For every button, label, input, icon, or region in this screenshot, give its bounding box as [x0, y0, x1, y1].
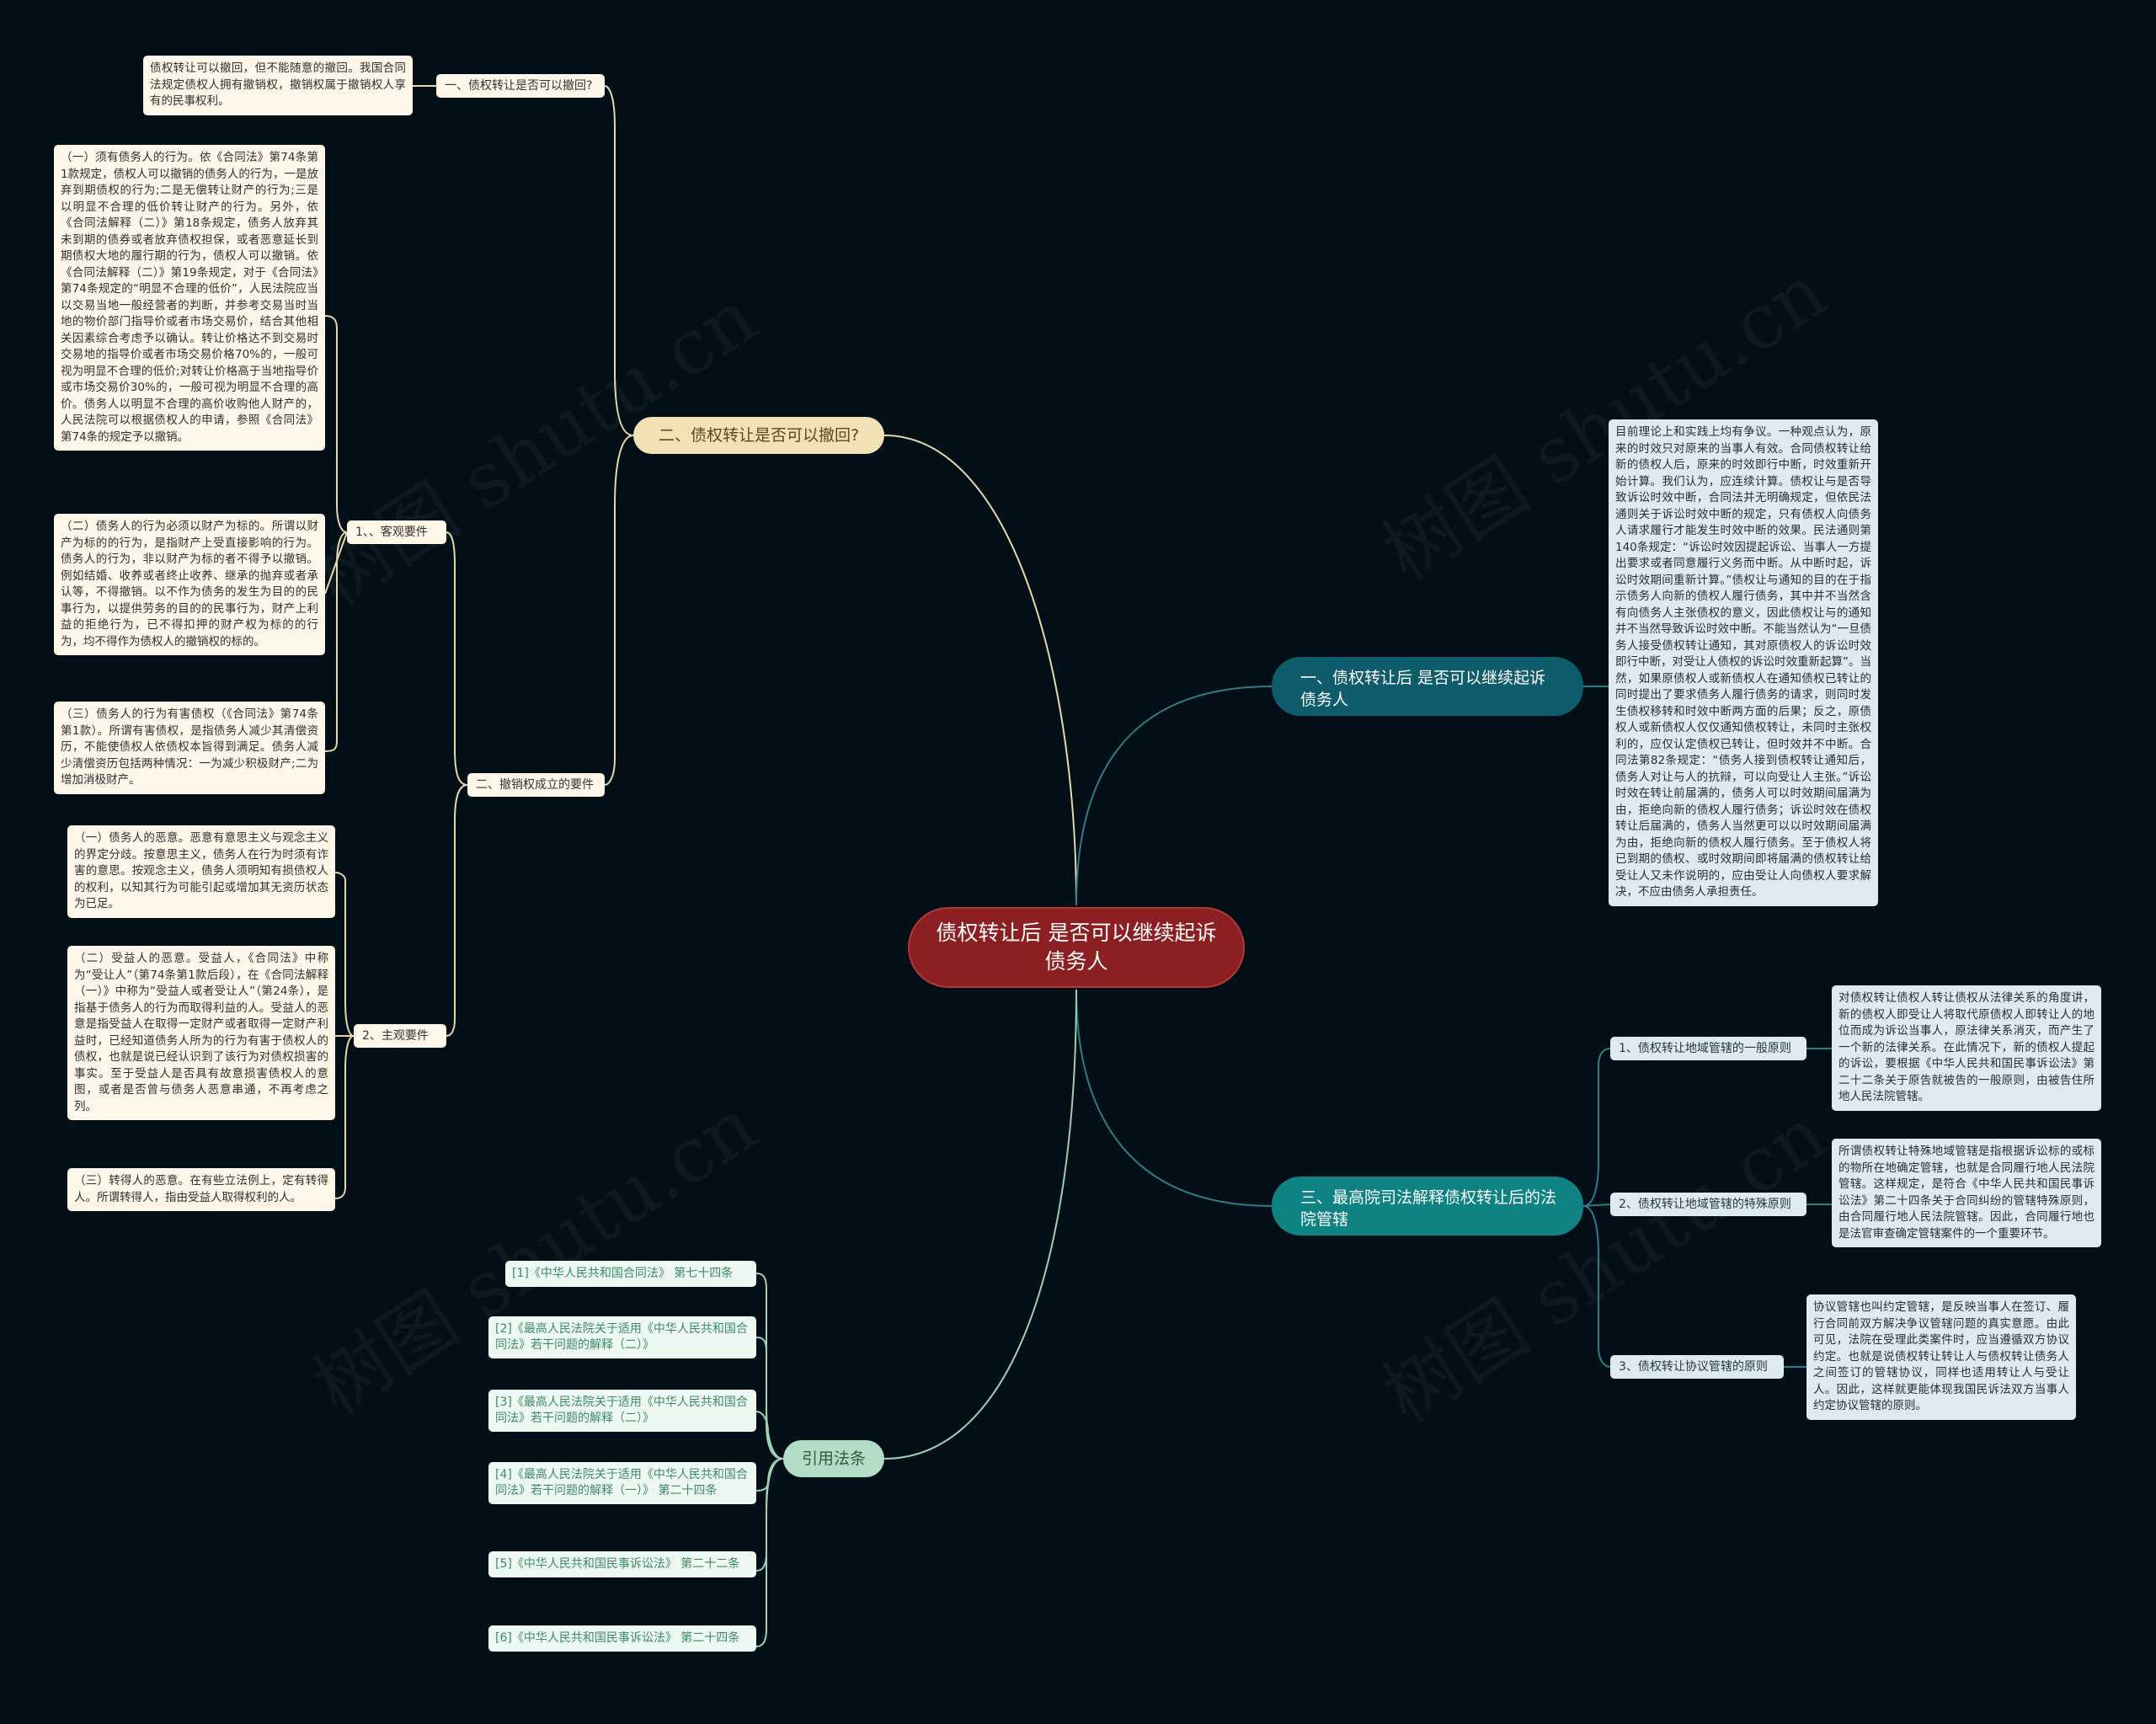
ref-item-5[interactable]: [5]《中华人民共和国民事诉讼法》 第二十二条	[488, 1551, 756, 1577]
continue-text: 目前理论上和实践上均有争议。一种观点认为，原来的时效只对原来的当事人有效。合同债…	[1609, 419, 1878, 906]
subjective-item-1: （一）债务人的恶意。恶意有意思主义与观念主义的界定分歧。按意思主义，债务人在行为…	[67, 825, 335, 918]
ref-item-3[interactable]: [3]《最高人民法院关于适用《中华人民共和国合同法》若干问题的解释（二）》	[488, 1390, 756, 1432]
branch-revoke[interactable]: 二、债权转让是否可以撤回?	[633, 417, 884, 454]
objective-topic[interactable]: 1、、客观要件	[347, 520, 446, 544]
objective-item-1: （一）须有债务人的行为。依《合同法》第74条第1款规定，债权人可以撤销的债务人的…	[54, 145, 325, 451]
link-q2-subjective	[446, 784, 468, 1037]
link-court-item-3	[1582, 1205, 1611, 1368]
court-item-2-text: 所谓债权转让特殊地域管辖是指根据诉讼标的或标的物所在地确定管辖，也就是合同履行地…	[1832, 1139, 2101, 1247]
subjective-topic[interactable]: 2、主观要件	[354, 1024, 446, 1048]
link-objective-leaf-1	[324, 315, 348, 533]
ref-item-6[interactable]: [6]《中华人民共和国民事诉讼法》 第二十四条	[488, 1625, 756, 1652]
objective-item-3: （三）债务人的行为有害债权（《合同法》第74条第1款）。所谓有害债权，是指债务人…	[54, 702, 325, 794]
revoke-q1-topic[interactable]: 一、债权转让是否可以撤回?	[436, 74, 605, 98]
link-refs-6	[755, 1458, 784, 1647]
link-objective-leaf-3	[324, 531, 348, 752]
link-subjective-leaf-1	[334, 872, 355, 1037]
link-center-revoke	[883, 435, 1077, 906]
court-item-3-text: 协议管辖也叫约定管辖，是反映当事人在签订、履行合同前双方解决争议管辖问题的真实意…	[1806, 1294, 2076, 1420]
ref-item-2[interactable]: [2]《最高人民法院关于适用《中华人民共和国合同法》若干问题的解释（二）》	[488, 1316, 756, 1358]
revoke-q2-topic[interactable]: 二、撤销权成立的要件	[467, 773, 605, 797]
court-item-3[interactable]: 3、债权转让协议管辖的原则	[1610, 1355, 1784, 1379]
ref-item-1[interactable]: [1]《中华人民共和国合同法》 第七十四条	[505, 1261, 756, 1287]
court-item-1-text: 对债权转让债权人转让债权从法律关系的角度讲，新的债权人即受让人将取代原债权人即转…	[1832, 985, 2101, 1111]
link-court-item-1	[1582, 1048, 1611, 1207]
link-refs-1	[755, 1273, 784, 1460]
court-item-1[interactable]: 1、债权转让地域管辖的一般原则	[1610, 1037, 1806, 1060]
branch-continue[interactable]: 一、债权转让后 是否可以继续起诉债务人	[1272, 657, 1583, 716]
link-revoke-q2	[604, 435, 634, 786]
ref-item-4[interactable]: [4]《最高人民法院关于适用《中华人民共和国合同法》若干问题的解释（一）》 第二…	[488, 1462, 756, 1504]
link-q2-objective	[446, 531, 468, 786]
link-refs-3	[755, 1411, 784, 1460]
link-court-item-2	[1582, 1204, 1611, 1207]
revoke-q1-text: 债权转让可以撤回，但不能随意的撤回。我国合同法规定债权人拥有撤销权，撤销权属于撤…	[143, 56, 413, 115]
link-center-continue	[1075, 686, 1273, 906]
subjective-item-3: （三）转得人的恶意。在有些立法例上，定有转得人。所谓转得人，指由受益人取得权利的…	[67, 1168, 335, 1211]
branch-court[interactable]: 三、最高院司法解释债权转让后的法院管辖	[1272, 1177, 1583, 1236]
court-item-2[interactable]: 2、债权转让地域管辖的特殊原则	[1610, 1193, 1806, 1216]
subjective-item-2: （二）受益人的恶意。受益人，《合同法》中称为“受让人”（第74条第1款后段），在…	[67, 946, 335, 1120]
link-objective-leaf-2	[324, 531, 348, 595]
link-center-refs	[883, 989, 1077, 1460]
objective-item-2: （二）债务人的行为必须以财产为标的。所谓以财产为标的的行为，是指财产上受直接影响…	[54, 514, 325, 655]
link-subjective-leaf-3	[334, 1035, 355, 1199]
branch-refs[interactable]: 引用法条	[783, 1440, 884, 1477]
center-topic[interactable]: 债权转让后 是否可以继续起诉债务人	[908, 907, 1245, 988]
link-revoke-q1	[604, 85, 634, 436]
link-center-court	[1075, 989, 1273, 1207]
